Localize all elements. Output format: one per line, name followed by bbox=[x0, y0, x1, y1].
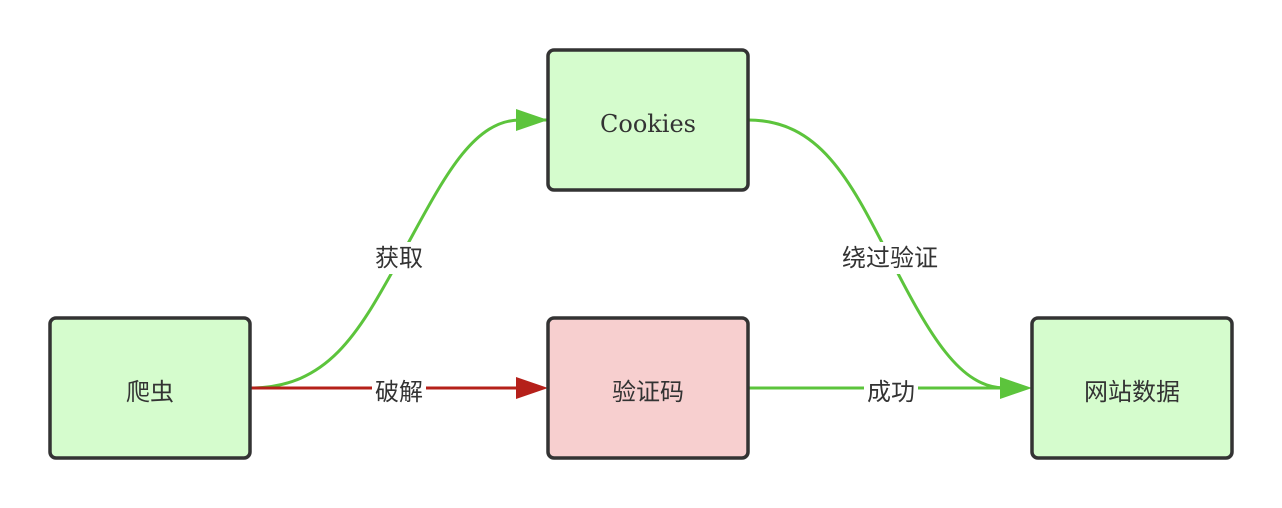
arrowhead bbox=[516, 377, 548, 399]
edge-label-crack: 破解 bbox=[372, 376, 426, 408]
edge-label-bypass-text: 绕过验证 bbox=[842, 244, 938, 272]
node-captcha[interactable]: 验证码 bbox=[546, 316, 750, 460]
edge-label-success: 成功 bbox=[864, 376, 918, 408]
node-website-label: 网站数据 bbox=[1084, 378, 1180, 406]
node-crawler[interactable]: 爬虫 bbox=[48, 316, 252, 460]
edge-label-bypass: 绕过验证 bbox=[838, 242, 942, 274]
node-website[interactable]: 网站数据 bbox=[1030, 316, 1234, 460]
arrowhead bbox=[516, 109, 548, 131]
edge-label-success-text: 成功 bbox=[867, 378, 915, 406]
edge-label-get: 获取 bbox=[372, 242, 426, 274]
node-cookies[interactable]: Cookies bbox=[546, 48, 750, 192]
node-cookies-label: Cookies bbox=[600, 110, 696, 138]
node-captcha-label: 验证码 bbox=[612, 378, 684, 406]
edge-label-crack-text: 破解 bbox=[375, 378, 423, 406]
edge-label-get-text: 获取 bbox=[375, 244, 423, 272]
arrowhead bbox=[1000, 377, 1032, 399]
node-crawler-label: 爬虫 bbox=[126, 378, 174, 406]
